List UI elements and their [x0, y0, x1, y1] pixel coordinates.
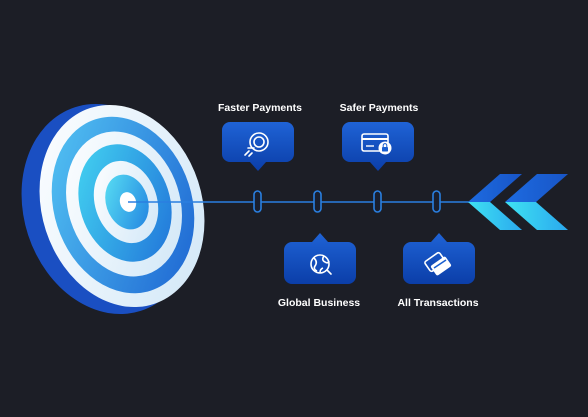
fast-payment-icon	[244, 132, 269, 157]
target-bullseye	[21, 103, 205, 315]
bubble-all-transactions	[403, 233, 475, 284]
bubble-faster-payments	[222, 122, 294, 171]
timeline-nodes	[253, 190, 441, 213]
globe-icon	[310, 254, 332, 275]
bubble-safer-payments	[342, 122, 414, 171]
bubble-global-business	[284, 233, 356, 284]
label-global-business: Global Business	[277, 297, 361, 309]
label-safer-payments: Safer Payments	[339, 102, 419, 114]
label-faster-payments: Faster Payments	[217, 102, 303, 114]
cards-stack-icon	[424, 251, 452, 276]
secure-card-icon	[361, 133, 392, 155]
arrow-fletching	[468, 174, 568, 230]
label-all-transactions: All Transactions	[397, 297, 479, 309]
